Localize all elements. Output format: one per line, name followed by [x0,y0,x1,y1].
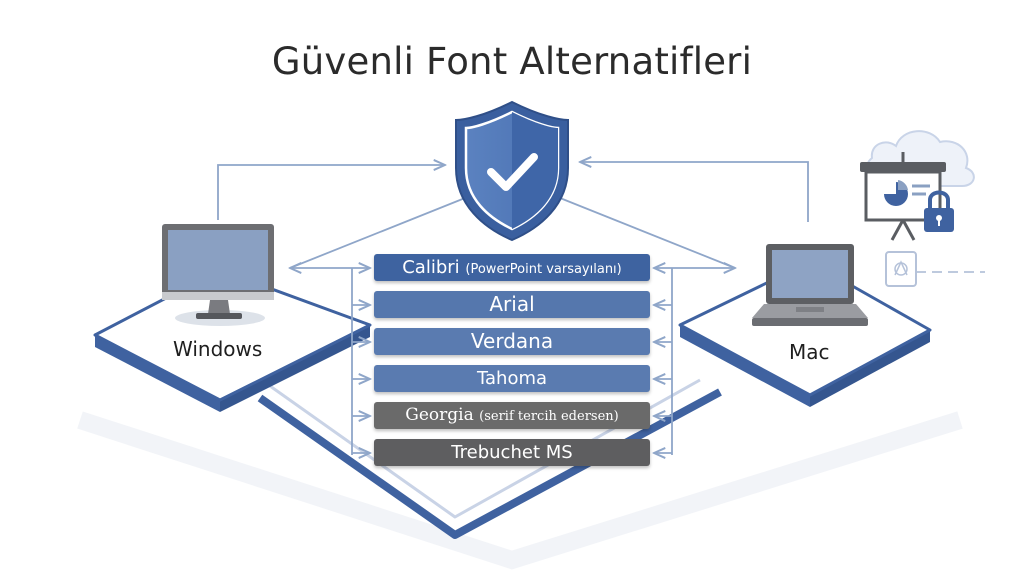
presentation-board-icon [860,152,946,241]
mac-label: Mac [789,340,830,364]
font-bar-trebuchet-ms: Trebuchet MS [374,439,650,466]
font-name: Georgia [405,405,474,425]
diagram-title: Güvenli Font Alternatifleri [271,40,753,83]
font-bar-calibri: Calibri (PowerPoint varsayılanı) [374,254,650,281]
background-platform [77,411,963,570]
font-name: Verdana [470,329,554,353]
font-bar-arial: Arial [374,291,650,318]
windows-label: Windows [173,337,263,361]
desktop-monitor-icon [162,224,274,319]
font-note: (PowerPoint varsayılanı) [465,262,622,277]
font-name: Trebuchet MS [451,442,573,463]
font-bar-tahoma: Tahoma [374,365,650,392]
shield-arrows [217,162,809,269]
font-bar-verdana: Verdana [374,328,650,355]
safe-icon [885,251,985,287]
shield-check-icon [455,100,569,242]
font-name: Arial [489,292,535,316]
font-note: (serif tercih edersen) [479,409,619,424]
left-bracket [290,268,370,455]
windows-platform [93,268,372,412]
font-name: Tahoma [476,368,548,389]
padlock-icon [924,190,954,232]
font-name: Calibri [402,257,460,278]
font-bar-georgia: Georgia (serif tercih edersen) [374,402,650,429]
laptop-icon [752,244,868,326]
right-bracket [654,268,735,455]
